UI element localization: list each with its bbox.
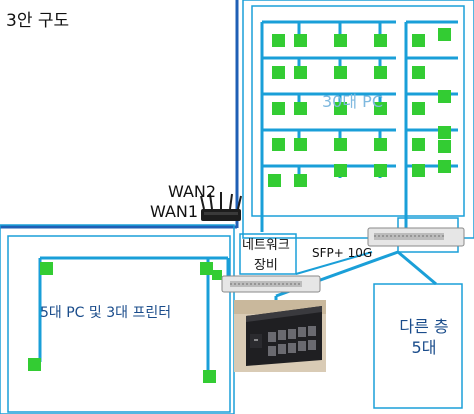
pc-icon <box>272 34 285 47</box>
large-pc-icons <box>268 28 451 187</box>
router-icon <box>200 192 242 221</box>
small-pc-icons <box>28 262 222 383</box>
pc-icon <box>200 262 213 275</box>
pc-icon <box>374 138 387 151</box>
pc-icon <box>294 34 307 47</box>
pc-icon <box>294 102 307 115</box>
pc-icon <box>438 90 451 103</box>
large-pc-cables <box>260 20 458 232</box>
pc-icon <box>334 66 347 79</box>
pc-icon <box>374 66 387 79</box>
pc-icon <box>334 138 347 151</box>
pc-icon <box>412 138 425 151</box>
pc-icon <box>294 174 307 187</box>
pc-icon <box>334 164 347 177</box>
diagram-title: 3안 구도 <box>6 11 70 31</box>
pc-icon <box>412 66 425 79</box>
pc-icon <box>294 66 307 79</box>
pc-icon <box>438 160 451 173</box>
pc-icon <box>212 270 222 280</box>
pc-icon <box>438 126 451 139</box>
other-floor-box <box>373 283 463 409</box>
pc-icon <box>203 370 216 383</box>
server-photo <box>234 300 326 372</box>
network-equipment-line1: 네트워크 <box>242 238 290 253</box>
pc-icon <box>412 102 425 115</box>
other-floor-link <box>397 250 437 286</box>
other-floor-line2: 5대 <box>411 338 437 357</box>
other-floor-line1: 다른 층 <box>399 317 449 336</box>
sfp-link-line <box>295 251 373 275</box>
pc-icon <box>374 164 387 177</box>
pc-icon <box>412 34 425 47</box>
pc-icon <box>438 140 451 153</box>
large-pc-area-label: 30대 PC <box>322 92 383 111</box>
pc-icon <box>272 102 285 115</box>
network-equipment-label: 네트워크 장비 <box>242 236 290 276</box>
wan2-label: WAN2 <box>168 182 217 201</box>
other-floor-label: 다른 층 5대 <box>376 316 472 358</box>
top-right-area-box <box>242 0 474 239</box>
pc-icon <box>438 28 451 41</box>
pc-icon <box>268 174 281 187</box>
pc-icon <box>334 102 347 115</box>
pc-icon <box>294 138 307 151</box>
sfp-link-label: SFP+ 10G <box>312 246 373 260</box>
wan1-label: WAN1 <box>150 202 199 221</box>
pc-icon <box>412 164 425 177</box>
pc-icon <box>272 66 285 79</box>
pc-icon <box>374 102 387 115</box>
switch-2-icon <box>367 227 465 247</box>
switch-1-icon <box>221 275 321 293</box>
network-equipment-line2: 장비 <box>253 258 278 273</box>
large-pc-area-box <box>251 5 465 217</box>
pc-icon <box>374 34 387 47</box>
pc-icon <box>272 138 285 151</box>
pc-icon <box>28 358 41 371</box>
small-pc-area-box <box>7 235 231 413</box>
pc-icon <box>40 262 53 275</box>
network-equipment-box <box>239 233 297 275</box>
pc-icon <box>334 34 347 47</box>
small-pc-area-label: 5대 PC 및 3대 프린터 <box>40 305 172 321</box>
